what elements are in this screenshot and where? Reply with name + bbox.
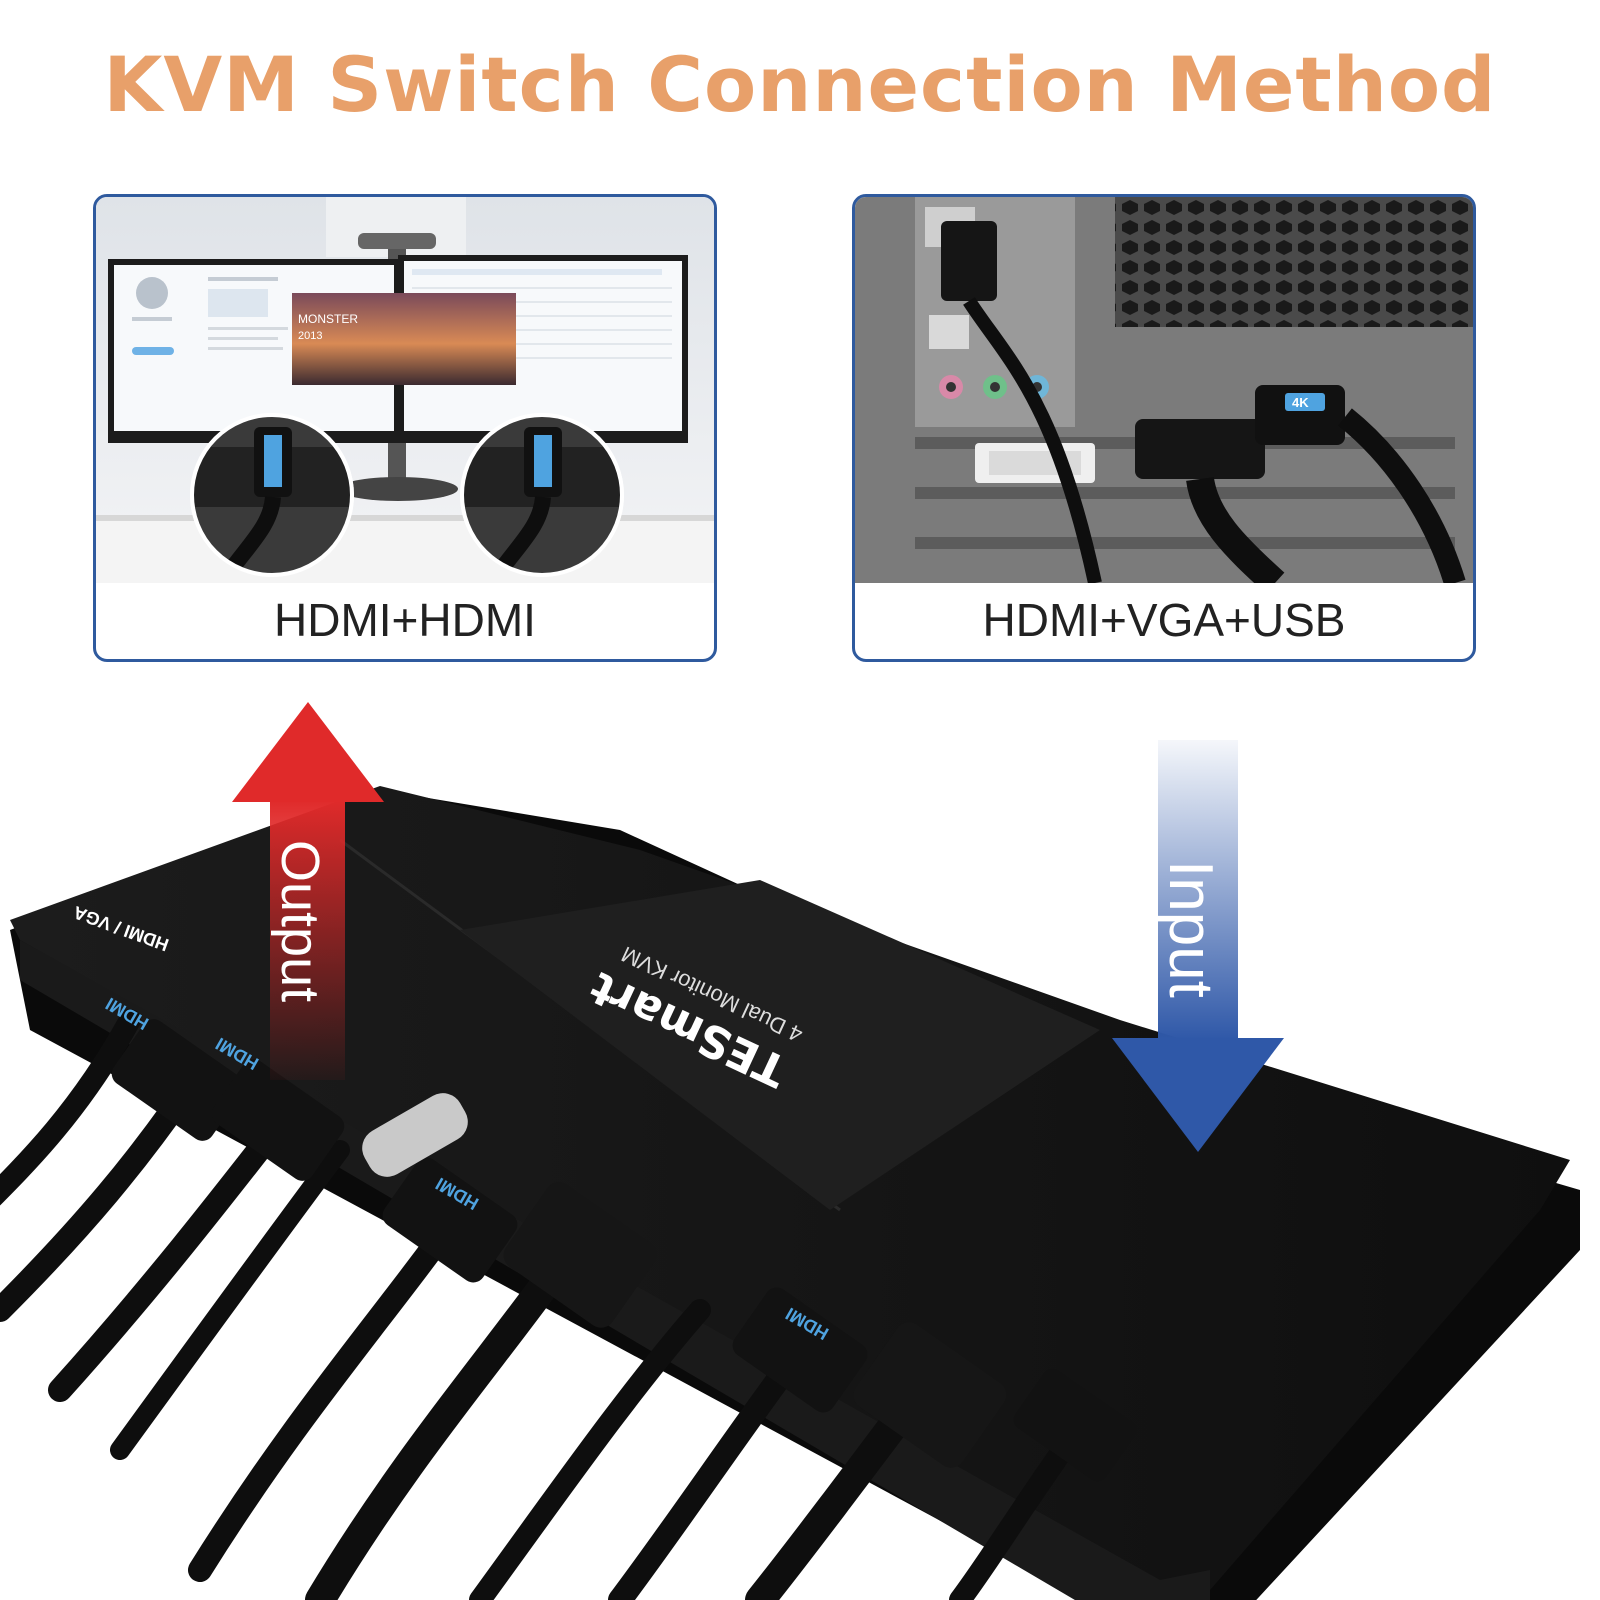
- output-label: Output: [270, 840, 330, 1002]
- output-arrow: Output: [232, 702, 384, 1080]
- kvm-switch-device: [10, 786, 1580, 1600]
- hdmi-hdmi-panel: MONSTER 2013: [93, 194, 717, 662]
- dual-monitor-photo: MONSTER 2013: [96, 197, 714, 583]
- input-arrow: Input: [1112, 740, 1284, 1152]
- cable-4k-tag: 4K: [1292, 395, 1309, 410]
- hdmi-vga-usb-panel: 4K HDMI+VGA+USB: [852, 194, 1476, 662]
- panel-caption-hdmi-hdmi: HDMI+HDMI: [274, 594, 536, 646]
- input-label: Input: [1156, 860, 1225, 998]
- panel-caption-hdmi-vga-usb: HDMI+VGA+USB: [982, 594, 1346, 646]
- hdmi-port-closeup-left: [190, 413, 354, 577]
- hdmi-port-closeup-right: [460, 413, 624, 577]
- cable-connectors: [111, 1019, 1137, 1482]
- kvm-switch-scene: TESmart 4 Dual Monitor KVM HDMI / VGA: [0, 702, 1580, 1600]
- screen-title-text: MONSTER: [298, 312, 358, 326]
- page-title: KVM Switch Connection Method: [103, 40, 1497, 129]
- pc-rear-ports-photo: 4K: [855, 197, 1473, 583]
- screen-year-text: 2013: [298, 330, 322, 342]
